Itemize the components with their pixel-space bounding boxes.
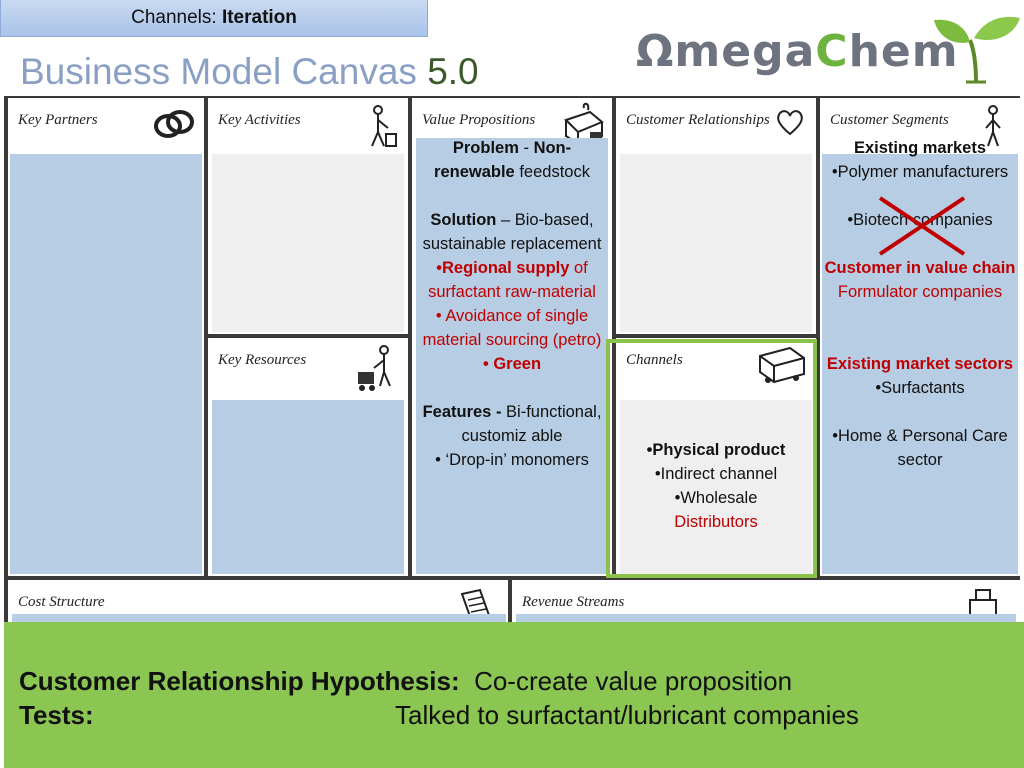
key-partners-area [10, 154, 202, 574]
customer-segments-cell: Customer Segments Existing markets •Poly… [820, 98, 1020, 576]
problem-text: Problem - Non-renewable feedstock [434, 139, 590, 181]
customer-relationships-area [620, 154, 812, 332]
channels-cell: Channels •Physical product •Indirect cha… [616, 338, 816, 576]
delivery-truck-icon [759, 346, 805, 384]
key-partners-cell: Key Partners [8, 98, 204, 576]
worker-icon [371, 105, 397, 147]
channels-highlight-frame [606, 339, 817, 578]
features-text: Features - Bi-functional, customiz able [422, 403, 602, 445]
avoidance-text: • Avoidance of single material sourcing … [422, 307, 602, 349]
biotech-text: •Biotech companies [847, 211, 993, 229]
title-version: 5.0 [427, 51, 479, 92]
key-activities-header: Key Activities [218, 112, 301, 128]
heart-icon [777, 110, 803, 136]
physical-product-text: •Physical product [646, 441, 786, 459]
polymer-text: •Polymer manufacturers [831, 163, 1009, 181]
logo-text: ΩmegaChem [636, 26, 959, 77]
hypothesis-label: Customer Relationship Hypothesis: [19, 666, 460, 696]
person-icon [985, 105, 1001, 147]
key-resources-area [212, 400, 404, 574]
market-sectors-text: Existing market sectors [826, 355, 1014, 373]
leaf-sprout-icon [934, 16, 1020, 84]
surfactants-text: •Surfactants [875, 379, 965, 397]
customer-segments-header: Customer Segments [830, 112, 949, 128]
hypothesis-line: Customer Relationship Hypothesis: Co-cre… [19, 666, 792, 697]
chain-link-icon [154, 110, 194, 138]
tab-bold: Iteration [221, 7, 297, 28]
title-main: Business Model Canvas [20, 51, 428, 92]
key-resources-header: Key Resources [218, 352, 307, 368]
hypothesis-banner: Customer Relationship Hypothesis: Co-cre… [4, 622, 1024, 768]
formulator-text: Formulator companies [837, 283, 1003, 301]
cross-out-mark [878, 196, 966, 256]
distributors-text: Distributors [674, 513, 758, 531]
cost-structure-header: Cost Structure [18, 594, 105, 610]
existing-markets-text: Existing markets [853, 139, 987, 157]
key-activities-area [212, 154, 404, 332]
value-chain-text: Customer in value chain [824, 259, 1016, 277]
hypothesis-value: Co-create value proposition [459, 666, 793, 696]
key-partners-header: Key Partners [18, 112, 98, 128]
channels-header: Channels [626, 352, 683, 368]
value-propositions-header: Value Propositions [422, 112, 536, 128]
worker-cart-icon [358, 345, 391, 391]
tests-label: Tests: [19, 700, 94, 730]
green-text: • Green [482, 355, 542, 373]
customer-relationships-cell: Customer Relationships [616, 98, 816, 334]
value-propositions-cell: Value Propositions Problem - Non-renewab… [412, 98, 612, 576]
key-activities-cell: Key Activities [208, 98, 408, 334]
value-propositions-content: Problem - Non-renewable feedstock Soluti… [416, 136, 608, 472]
revenue-streams-header: Revenue Streams [522, 594, 625, 610]
slide-section-tab: Channels: Iteration [0, 0, 428, 37]
tab-prefix: Channels: [131, 7, 222, 28]
wholesale-text: •Wholesale [674, 489, 758, 507]
channels-content: •Physical product •Indirect channel •Who… [620, 438, 812, 534]
customer-relationships-header: Customer Relationships [626, 112, 770, 128]
tests-line: Tests: Talked to surfactant/lubricant com… [19, 700, 859, 731]
drop-in-text: • ‘Drop-in’ monomers [435, 451, 589, 469]
home-care-text: •Home & Personal Care sector [832, 427, 1008, 469]
value-propositions-area [416, 138, 608, 574]
channels-area [620, 400, 812, 576]
customer-segments-content: Existing markets •Polymer manufacturers … [822, 136, 1018, 472]
regional-supply-text: •Regional supply of surfactant raw-mater… [428, 259, 596, 301]
key-resources-cell: Key Resources [208, 338, 408, 576]
indirect-channel-text: •Indirect channel [654, 465, 778, 483]
solution-text: Solution – Bio-based, sustainable replac… [422, 211, 602, 253]
omegachem-logo: ΩmegaChem [632, 16, 1024, 88]
page-title: Business Model Canvas 5.0 [20, 50, 479, 94]
tests-value: Talked to surfactant/lubricant companies [395, 700, 859, 730]
